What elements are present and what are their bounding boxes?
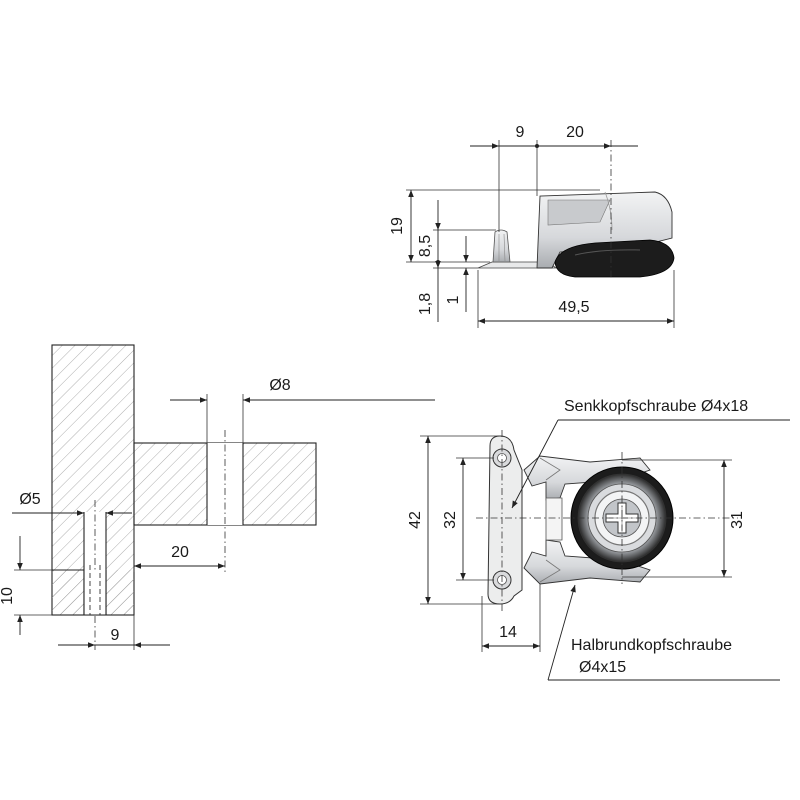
label-pan-head-screw: Halbrundkopfschraube <box>571 637 732 654</box>
dim-20-top: 20 <box>566 124 584 141</box>
drilling-section: Ø8 Ø5 20 10 9 <box>0 344 435 650</box>
dim-dia-8: Ø8 <box>269 377 290 394</box>
front-view: 42 32 31 14 Senkkopfschraube Ø4x18 Halbr… <box>407 398 790 681</box>
mounting-plate <box>487 435 523 605</box>
dim-14: 14 <box>499 624 517 641</box>
dim-10: 10 <box>0 587 16 605</box>
side-view-part <box>477 191 675 278</box>
dim-dia-5: Ø5 <box>19 491 40 508</box>
dim-1-8: 1,8 <box>417 293 434 315</box>
dim-9-drill: 9 <box>111 627 120 644</box>
dim-20-drill: 20 <box>171 544 189 561</box>
dim-9-top: 9 <box>516 124 525 141</box>
dim-49-5: 49,5 <box>558 299 589 316</box>
label-countersunk-screw: Senkkopfschraube Ø4x18 <box>564 398 748 415</box>
dim-42: 42 <box>407 511 424 529</box>
dim-32: 32 <box>442 511 459 529</box>
dim-31: 31 <box>729 511 746 529</box>
side-view: 9 20 19 8,5 1,8 1 49,5 <box>389 124 675 328</box>
dim-8-5: 8,5 <box>417 235 434 257</box>
label-pan-head-screw-size: Ø4x15 <box>579 659 626 676</box>
dim-1: 1 <box>445 295 462 304</box>
dim-19: 19 <box>389 217 406 235</box>
